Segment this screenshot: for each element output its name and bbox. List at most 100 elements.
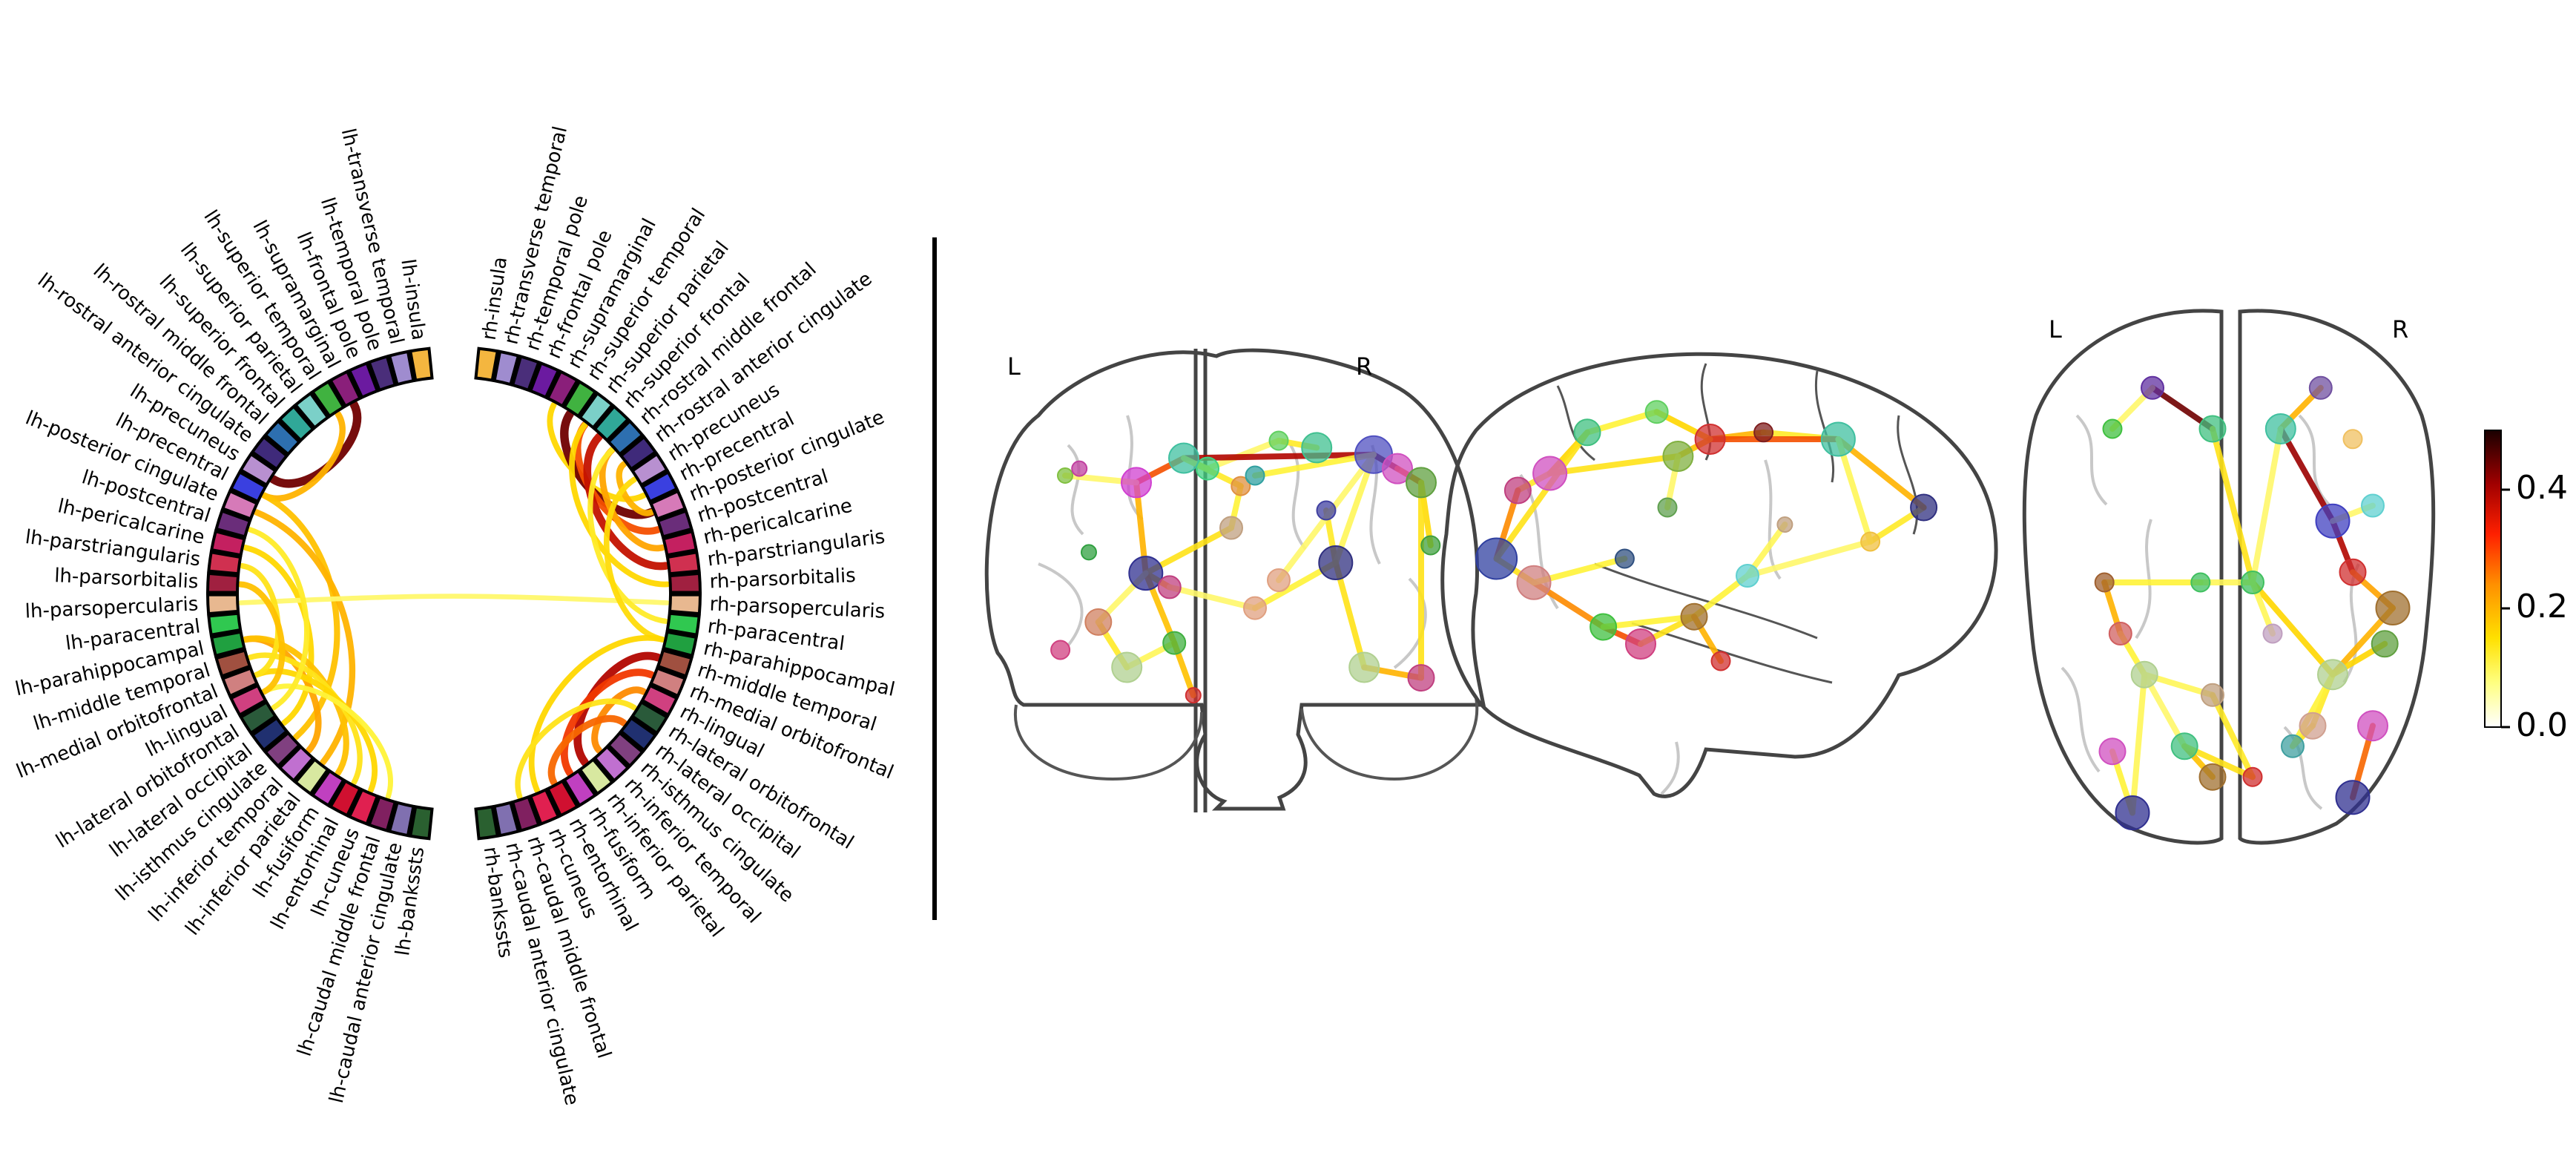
brain-node [1532,456,1568,491]
colorbar-tick-label: 0.2 [2516,588,2568,625]
brain-node [1318,545,1354,580]
roi-node [310,769,346,808]
brain-node [1776,516,1793,533]
roi-node [528,361,561,400]
roi-node [367,354,398,392]
roi-node [207,611,243,637]
brain-node [2241,571,2264,594]
roi-node [408,346,434,382]
connection-edge [247,527,310,711]
connection-edge [591,686,648,754]
roi-node [228,470,268,504]
brain-node [2115,795,2150,830]
brain-node [1910,493,1938,522]
roi-node [665,611,701,637]
brain-node [2198,763,2227,791]
colorbar: 0.0 0.2 0.4 [2484,430,2568,744]
roi-node [205,593,240,616]
connection-edge [261,683,393,800]
roi-node [648,666,688,698]
brain-node [1157,575,1182,599]
roi-node [277,744,315,783]
roi-node [665,551,701,576]
roi-node [205,571,240,594]
brain-node [2108,622,2132,645]
brain-edge [1252,451,1377,479]
brain-node [1071,460,1088,477]
brain-edge [1745,539,1874,579]
brain-node [2375,591,2411,625]
roi-node [228,683,268,717]
coronal-left-label: L [1007,352,1021,381]
brain-edge [1493,429,1590,562]
coronal-midline [1193,349,1208,812]
roi-node [528,787,561,827]
brain-node [1084,608,1113,636]
roi-node [474,346,500,382]
brain-edge [2250,579,2336,678]
brain-edge [2210,426,2256,585]
brain-node [2198,415,2227,443]
brain-node [2201,683,2224,707]
axial-gyri [2061,414,2360,810]
brain-node [1316,500,1337,521]
colorbar-gradient [2484,430,2502,728]
brain-node [1516,565,1552,600]
roi-node [209,630,246,658]
roi-node [668,571,702,594]
roi-node [593,404,630,443]
brain-node [2170,732,2198,760]
roi-node [578,391,615,430]
roi-node [347,361,380,400]
axial-network [2094,375,2411,830]
brain-node [2281,734,2305,758]
brain-node [2308,375,2333,400]
brain-node [1573,418,1601,447]
roi-node [293,757,330,796]
axial-outline-right [2238,309,2436,845]
coronal-outline [984,348,1486,811]
brain-node [1407,664,1435,692]
roi-node [619,716,658,752]
roi-node [562,379,598,418]
roi-node [214,648,252,678]
brain-node [1081,544,1097,561]
roi-node [545,778,580,818]
connection-edge [237,581,286,695]
brain-node [1162,631,1187,655]
roi-node [207,551,243,576]
roi-node [209,529,246,557]
brain-node [1420,535,1441,556]
brain-node [2190,572,2211,593]
brain-node [2361,493,2385,518]
brain-node [1710,651,1731,671]
sagittal-network [1475,400,1938,671]
brain-node [1657,497,1678,518]
colorbar-tick-label: 0.4 [2516,469,2568,507]
connection-edge [515,698,638,800]
roi-node [474,805,500,841]
brain-edge [1166,584,1258,611]
glass-brain-coronal: L R [984,348,1486,812]
roi-node [263,418,302,456]
brain-node [2315,503,2351,539]
roi-node [668,593,702,616]
roi-node [310,379,346,418]
roi-node [606,418,645,456]
colorbar-tick-label: 0.0 [2516,706,2568,744]
brain-node [1348,651,1380,683]
brain-node [2317,659,2348,691]
brain-node [2094,572,2115,593]
brain-node [1301,432,1333,464]
roi-node [510,795,541,833]
connection-edge [583,433,670,571]
brain-node [1267,568,1291,592]
brain-edge [1332,559,1368,671]
sagittal-outline [1440,352,1998,798]
roi-node [630,700,669,735]
coronal-right-label: R [1356,352,1372,381]
roi-node [250,435,289,471]
